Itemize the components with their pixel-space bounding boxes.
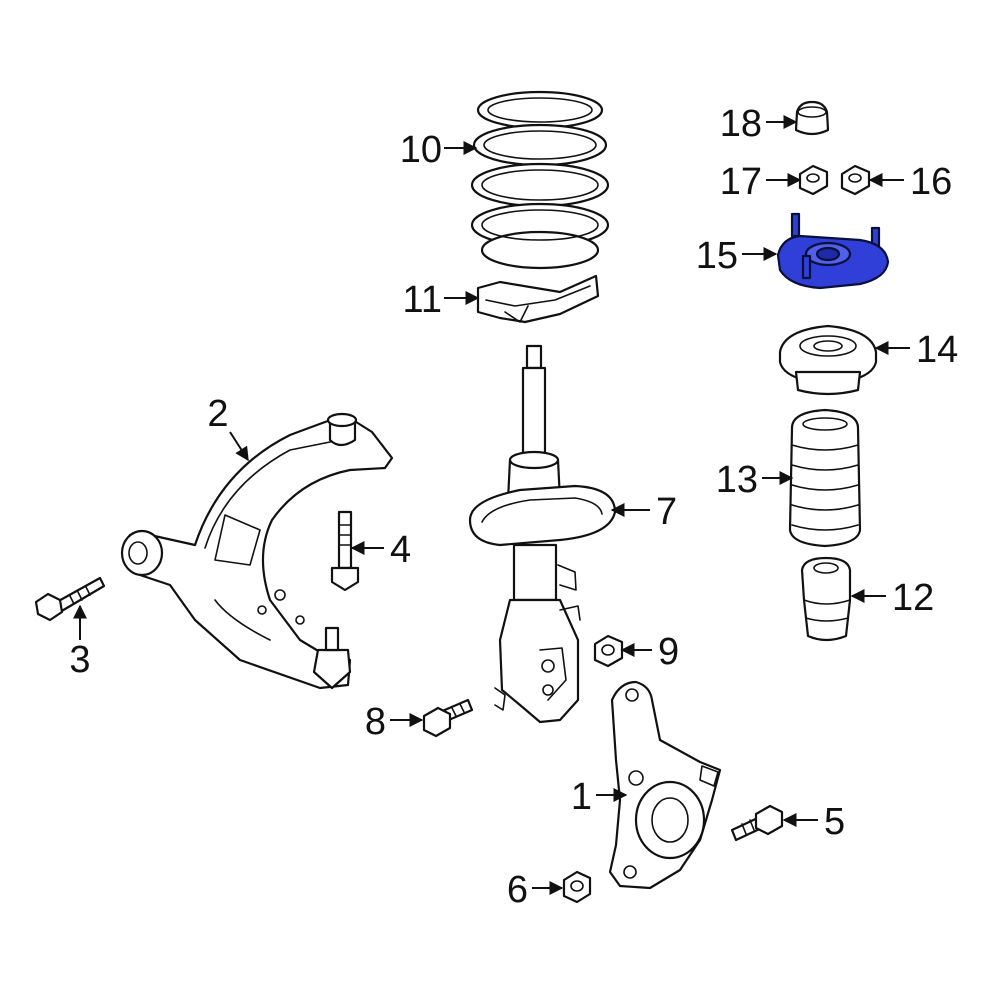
callout-7[interactable]: 7 bbox=[656, 491, 677, 533]
callout-10[interactable]: 10 bbox=[400, 129, 442, 171]
callout-3[interactable]: 3 bbox=[69, 639, 90, 681]
part-13-dust-boot[interactable] bbox=[788, 408, 862, 548]
callout-11[interactable]: 11 bbox=[403, 279, 442, 321]
callout-14[interactable]: 14 bbox=[916, 329, 958, 371]
leader-lines bbox=[73, 115, 910, 895]
part-7-strut-assembly[interactable] bbox=[468, 344, 617, 724]
part-18-bump-cap[interactable] bbox=[794, 100, 830, 136]
part-15-strut-mount[interactable] bbox=[776, 212, 890, 290]
callout-12[interactable]: 12 bbox=[892, 577, 934, 619]
callout-9[interactable]: 9 bbox=[658, 631, 679, 673]
part-8-bolt[interactable] bbox=[422, 698, 474, 738]
part-2-lower-control-arm[interactable] bbox=[120, 412, 394, 690]
part-3-bolt[interactable] bbox=[34, 576, 106, 622]
callout-6[interactable]: 6 bbox=[507, 869, 528, 911]
callout-17[interactable]: 17 bbox=[720, 161, 762, 203]
callout-13[interactable]: 13 bbox=[716, 459, 758, 501]
callout-15[interactable]: 15 bbox=[696, 235, 738, 277]
part-10-coil-spring[interactable] bbox=[470, 90, 610, 270]
leader-2 bbox=[229, 431, 249, 462]
callout-8[interactable]: 8 bbox=[365, 701, 386, 743]
callout-5[interactable]: 5 bbox=[824, 801, 845, 843]
part-1-steering-knuckle[interactable] bbox=[608, 680, 722, 890]
part-11-spring-seat[interactable] bbox=[476, 274, 600, 324]
part-4-bolt[interactable] bbox=[330, 510, 360, 592]
callout-1[interactable]: 1 bbox=[571, 776, 592, 818]
part-17-nut[interactable] bbox=[798, 164, 829, 196]
part-14-bearing-plate[interactable] bbox=[778, 324, 878, 396]
callout-2[interactable]: 2 bbox=[207, 393, 228, 435]
part-5-bolt[interactable] bbox=[730, 804, 784, 842]
part-16-nut[interactable] bbox=[840, 164, 871, 196]
callout-labels: 10 11 7 2 3 4 8 9 1 5 6 18 17 16 15 14 1… bbox=[69, 103, 958, 911]
part-6-nut[interactable] bbox=[562, 870, 592, 904]
part-9-nut[interactable] bbox=[593, 634, 624, 668]
callout-4[interactable]: 4 bbox=[390, 529, 411, 571]
callout-16[interactable]: 16 bbox=[910, 161, 952, 203]
callout-18[interactable]: 18 bbox=[720, 103, 762, 145]
part-12-bump-stop[interactable] bbox=[800, 556, 852, 642]
